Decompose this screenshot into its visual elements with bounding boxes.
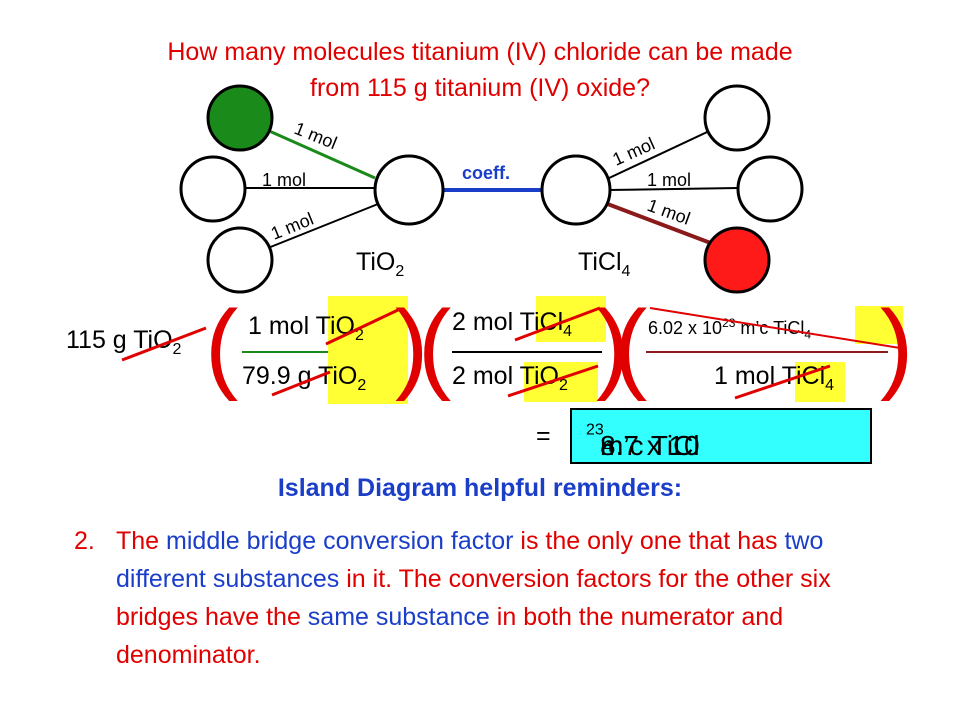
phrase-middle-bridge: middle bridge conversion factor (166, 527, 514, 555)
paren-open-1: ( (205, 290, 239, 402)
question-line-1: How many molecules titanium (IV) chlorid… (167, 38, 793, 66)
cancel-f3-den (734, 364, 831, 400)
question-line-2: from 115 g titanium (IV) oxide? (310, 74, 650, 102)
bridge-label-coeff: coeff. (462, 163, 510, 183)
cancel-f3-mark (649, 307, 901, 349)
paren-open-3: ( (614, 290, 648, 402)
question-title: How many molecules titanium (IV) chlorid… (40, 34, 920, 106)
cancel-f1-num (325, 308, 399, 346)
equals-sign: = (536, 422, 551, 450)
paren-close-2: ) (596, 290, 630, 402)
island-target-red (703, 226, 771, 294)
factor1-denominator: 79.9 g TiO2 (242, 362, 367, 394)
island-left-middle (179, 155, 247, 223)
island-left-bottom (206, 226, 274, 294)
cancel-f2-num (514, 306, 601, 342)
bridge-left-bottom (257, 203, 379, 253)
reminder-number: 2. (74, 527, 95, 555)
mol-label-right-middle: 1 mol (647, 170, 691, 190)
factor2-denominator: 2 mol TiO2 (452, 362, 568, 394)
phrase-same-substance: same substance (307, 603, 490, 631)
paren-close-1: ) (395, 290, 429, 402)
highlight-tio2 (328, 296, 408, 404)
phrase-two-substances: two different substances (116, 527, 824, 593)
factor1-numerator: 1 mol TiO2 (248, 312, 364, 344)
given-quantity: 115 g TiO2 (66, 326, 182, 358)
island-ticl4 (540, 154, 612, 226)
paren-open-2: ( (418, 290, 452, 402)
island-right-top (703, 84, 771, 152)
cancel-f2-den (507, 364, 599, 398)
factor3-denominator: 1 mol TiCl4 (714, 362, 835, 394)
highlight-ticl4-f3 (855, 306, 903, 344)
mol-label-left-middle: 1 mol (262, 170, 306, 190)
island-given-green (206, 84, 274, 152)
label-tio2: TiO2 (356, 248, 405, 280)
cancel-given-g (121, 326, 207, 362)
island-tio2 (373, 154, 445, 226)
island-right-middle (736, 155, 804, 223)
reminders-heading: Island Diagram helpful reminders: (277, 474, 683, 502)
reminder-text: The middle bridge conversion factor is t… (116, 527, 831, 669)
cancel-f1-g (271, 370, 331, 397)
factor2-numerator: 2 mol TiCl4 (452, 308, 573, 340)
bridge-right-middle (607, 187, 739, 191)
label-ticl4: TiCl4 (578, 248, 631, 280)
